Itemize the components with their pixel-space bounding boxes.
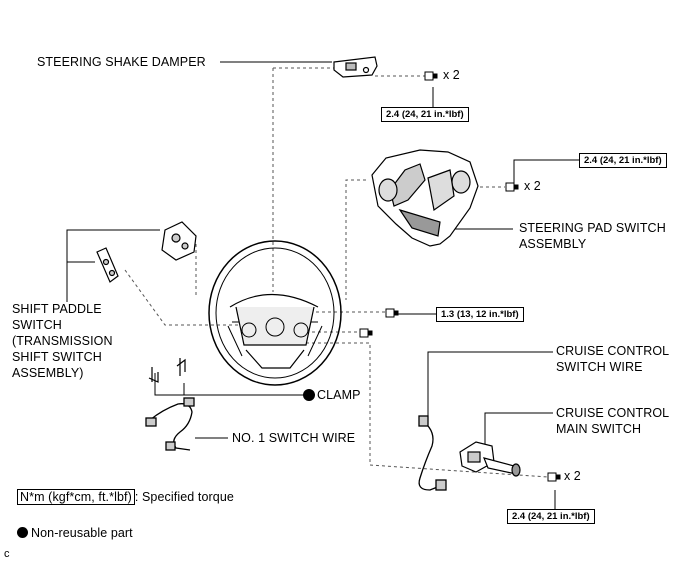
shift-paddle-switch-part — [96, 221, 197, 283]
cruise-switch-wire-part — [418, 415, 447, 491]
cruise-main-bolt-icon — [547, 472, 561, 482]
qty-cruise-main-bolts: x 2 — [564, 469, 581, 483]
torque-box-damper: 2.4 (24, 21 in.*lbf) — [381, 107, 469, 122]
wheel-bolt-icon-1 — [385, 308, 399, 318]
label-shift-paddle-4: SHIFT SWITCH — [12, 350, 102, 364]
steering-shake-damper-part — [333, 56, 378, 78]
damper-bolt-icon — [424, 71, 438, 81]
pad-bolt-icon — [505, 182, 519, 192]
non-reusable-marker-clamp — [303, 389, 315, 401]
torque-box-pad: 2.4 (24, 21 in.*lbf) — [579, 153, 667, 168]
label-cruise-main-1: CRUISE CONTROL — [556, 406, 670, 420]
legend-torque-unit: N*m (kgf*cm, ft.*lbf) — [17, 489, 135, 505]
legend-non-reusable: Non-reusable part — [17, 526, 133, 542]
steering-wheel-part — [208, 240, 342, 386]
figure-code: c — [4, 548, 10, 560]
legend-non-reusable-text: Non-reusable part — [31, 526, 133, 540]
label-cruise-wire-1: CRUISE CONTROL — [556, 344, 670, 358]
non-reusable-dot-icon — [17, 527, 28, 538]
label-steering-shake-damper: STEERING SHAKE DAMPER — [37, 55, 206, 69]
label-shift-paddle-5: ASSEMBLY) — [12, 366, 84, 380]
label-no1-switch-wire: NO. 1 SWITCH WIRE — [232, 431, 356, 445]
qty-pad-bolts: x 2 — [524, 179, 541, 193]
wheel-bolt-icon-2 — [359, 328, 373, 338]
legend-specified-torque: N*m (kgf*cm, ft.*lbf): Specified torque — [17, 489, 234, 506]
leader-paddle-switch — [66, 229, 160, 302]
label-cruise-wire-2: SWITCH WIRE — [556, 360, 643, 374]
leader-cruise-wire — [427, 351, 553, 422]
cruise-main-switch-part — [459, 441, 521, 477]
label-steering-pad-switch-2: ASSEMBLY — [519, 237, 587, 251]
steering-pad-switch-part — [371, 149, 479, 247]
bolt-icons — [359, 71, 561, 482]
leader-clamp — [154, 373, 303, 396]
legend-torque-desc: : Specified torque — [134, 490, 234, 504]
torque-box-cruise-main: 2.4 (24, 21 in.*lbf) — [507, 509, 595, 524]
clamp-part — [148, 358, 186, 383]
assembly-dash-lines — [124, 67, 549, 478]
label-shift-paddle-3: (TRANSMISSION — [12, 334, 113, 348]
leader-cruise-main — [484, 412, 553, 450]
no1-switch-wire-part — [145, 397, 195, 451]
label-clamp: CLAMP — [317, 388, 361, 402]
label-steering-pad-switch-1: STEERING PAD SWITCH — [519, 221, 666, 235]
qty-damper-bolts: x 2 — [443, 68, 460, 82]
label-shift-paddle-1: SHIFT PADDLE — [12, 302, 102, 316]
label-cruise-main-2: MAIN SWITCH — [556, 422, 642, 436]
label-shift-paddle-2: SWITCH — [12, 318, 62, 332]
torque-box-wheel-bolts: 1.3 (13, 12 in.*lbf) — [436, 307, 524, 322]
